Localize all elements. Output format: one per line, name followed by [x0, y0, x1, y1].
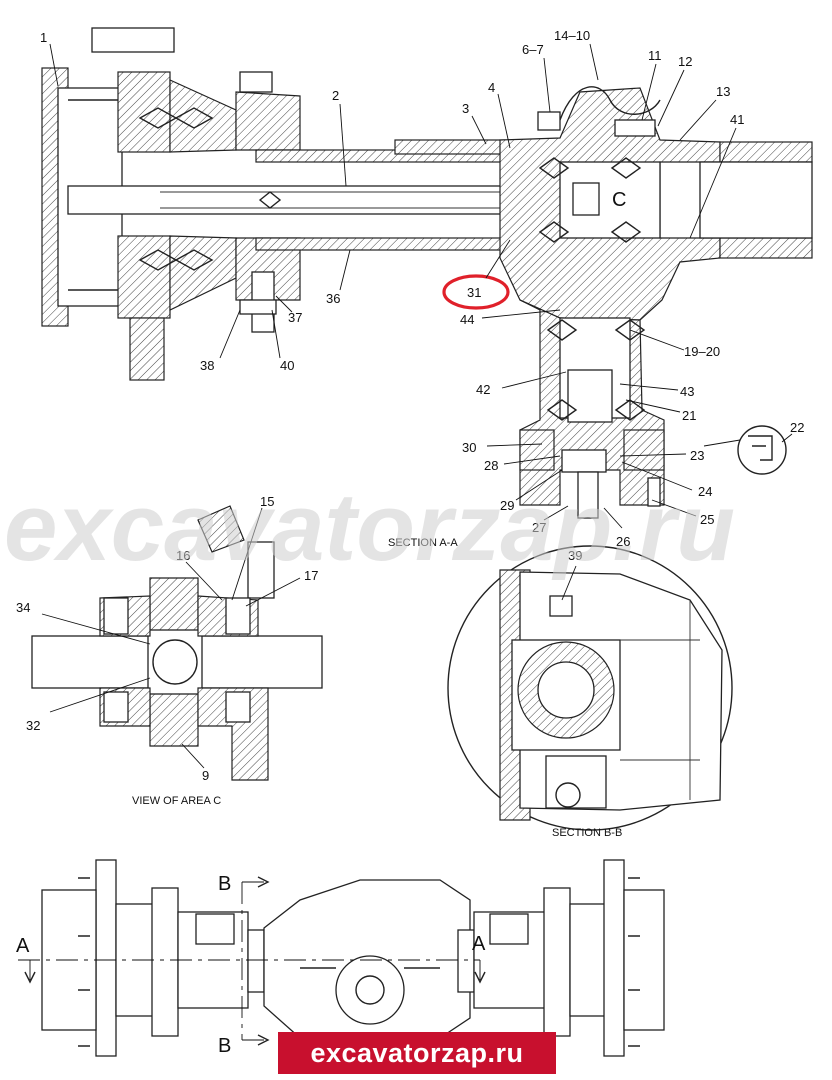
section-marker-a-right: A: [472, 933, 486, 955]
callout-44: 44: [460, 312, 474, 327]
callout-14-10: 14–10: [554, 28, 590, 43]
callout-6-7: 6–7: [522, 42, 544, 57]
callout-41: 41: [730, 112, 744, 127]
callout-11: 11: [648, 48, 662, 63]
callout-43: 43: [680, 384, 694, 399]
callout-2: 2: [332, 88, 339, 103]
section-aa-drawing: [41, 27, 813, 519]
callout-21: 21: [682, 408, 696, 423]
section-aa-leaders: [49, 43, 793, 529]
callout-15: 15: [260, 494, 274, 509]
callout-16: 16: [176, 548, 190, 563]
brand-banner[interactable]: excavatorzap.ru: [278, 1032, 556, 1074]
callout-22: 22: [790, 420, 804, 435]
callout-9: 9: [202, 768, 209, 783]
watermark-text: excavatorzap.ru: [4, 474, 735, 581]
callout-12: 12: [678, 54, 692, 69]
callout-26: 26: [616, 534, 630, 549]
section-marker-b-top: B: [218, 873, 231, 895]
section-aa-callouts: 1 2 3 4 6–7 14–10 11 12 13 41 31 36 37 3…: [40, 28, 804, 549]
callout-25: 25: [700, 512, 714, 527]
view-area-c-drawing: [31, 505, 323, 781]
section-marker-a-left: A: [16, 935, 30, 957]
callout-42: 42: [476, 382, 490, 397]
caption-view-area-c: VIEW OF AREA C: [132, 795, 221, 807]
callout-37: 37: [288, 310, 302, 325]
plan-view-markers: A A B B: [16, 873, 486, 1057]
callout-27: 27: [532, 520, 546, 535]
callout-28: 28: [484, 458, 498, 473]
callout-29: 29: [500, 498, 514, 513]
callout-4: 4: [488, 80, 495, 95]
callout-40: 40: [280, 358, 294, 373]
callout-31-highlight: [442, 274, 510, 310]
callout-32: 32: [26, 718, 40, 733]
callout-23: 23: [690, 448, 704, 463]
callout-1: 1: [40, 30, 47, 45]
section-bb-drawing: [447, 545, 733, 831]
callout-38: 38: [200, 358, 214, 373]
callout-19-20: 19–20: [684, 344, 720, 359]
caption-section-bb: SECTION B-B: [552, 827, 622, 839]
callout-31: 31: [467, 285, 481, 300]
view-area-c-leaders: [41, 507, 301, 769]
section-bb-leaders: [561, 565, 577, 601]
callout-34: 34: [16, 600, 30, 615]
callout-17: 17: [304, 568, 318, 583]
callout-3: 3: [462, 101, 469, 116]
callout-36: 36: [326, 291, 340, 306]
callout-13: 13: [716, 84, 730, 99]
section-marker-b-bottom: B: [218, 1035, 231, 1057]
plan-view-drawing: [18, 859, 665, 1057]
view-area-c-callouts: 15 16 17 34 32 9 VIEW OF AREA C: [16, 494, 318, 807]
callout-24: 24: [698, 484, 712, 499]
area-c-letter: C: [612, 189, 626, 211]
section-bb-callouts: 39 SECTION B-B: [552, 548, 622, 839]
callout-30: 30: [462, 440, 476, 455]
caption-section-aa: SECTION A-A: [388, 537, 458, 549]
callout-39: 39: [568, 548, 582, 563]
